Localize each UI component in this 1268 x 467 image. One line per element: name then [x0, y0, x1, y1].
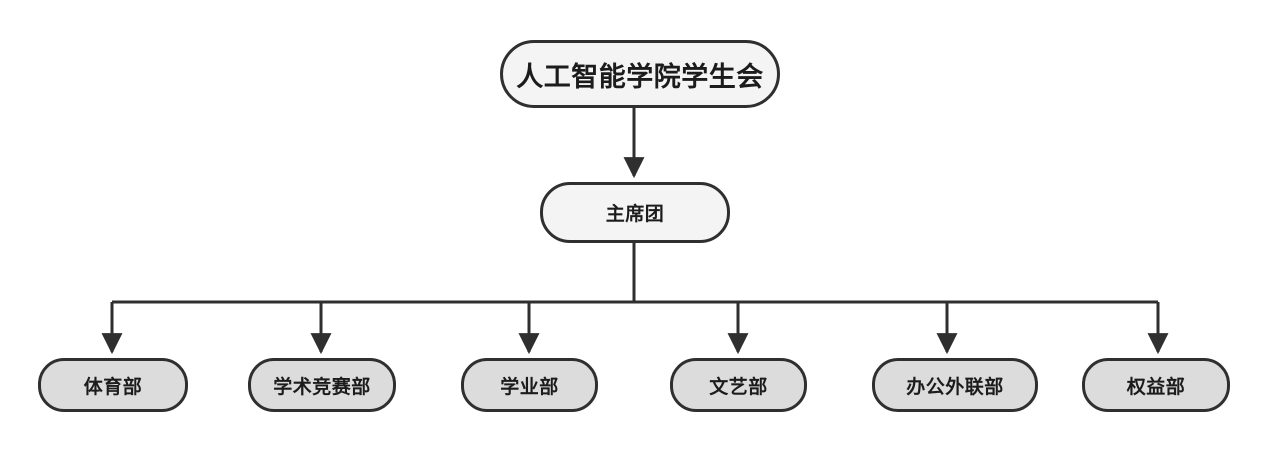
node-root-student-union[interactable]: 人工智能学院学生会	[500, 40, 780, 108]
node-department-rights[interactable]: 权益部	[1082, 358, 1230, 412]
node-department-academic-competition[interactable]: 学术竞赛部	[248, 358, 396, 412]
node-department-office-liaison[interactable]: 办公外联部	[872, 358, 1038, 412]
node-department-arts[interactable]: 文艺部	[670, 358, 807, 412]
node-department-sports[interactable]: 体育部	[38, 358, 188, 412]
node-presidium[interactable]: 主席团	[540, 182, 730, 243]
node-department-academic-affairs[interactable]: 学业部	[461, 358, 598, 412]
